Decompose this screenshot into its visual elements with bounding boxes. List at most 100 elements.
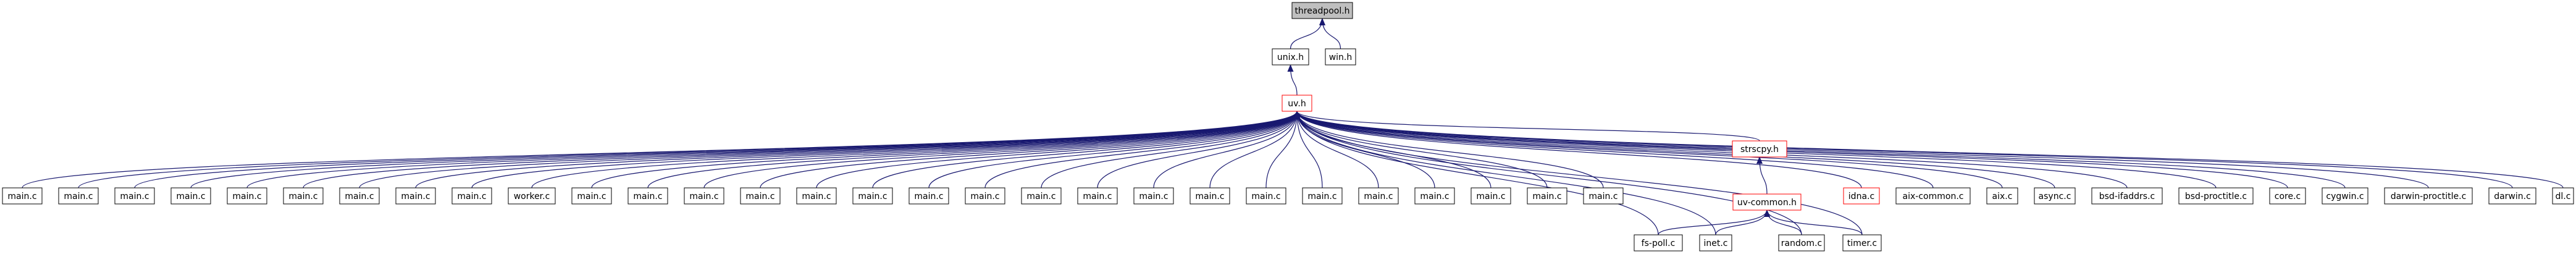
node-m21[interactable]: main.c (1189, 187, 1230, 205)
node-box-dl (2552, 187, 2574, 205)
node-m9[interactable]: main.c (451, 187, 492, 205)
node-m1[interactable]: main.c (2, 187, 43, 205)
node-label-m28: main.c (1588, 192, 1617, 201)
node-label-bsdifaddrs: bsd-ifaddrs.c (2099, 192, 2155, 201)
node-bsdproctitle[interactable]: bsd-proctitle.c (2178, 187, 2254, 205)
node-dl[interactable]: dl.c (2552, 187, 2574, 205)
node-m12[interactable]: main.c (684, 187, 724, 205)
node-box-m12 (684, 187, 724, 205)
node-label-m26: main.c (1476, 192, 1505, 201)
node-m20[interactable]: main.c (1133, 187, 1174, 205)
node-random[interactable]: random.c (1778, 234, 1825, 252)
node-darwinproctitle[interactable]: darwin-proctitle.c (2384, 187, 2473, 205)
node-m14[interactable]: main.c (796, 187, 837, 205)
node-m28[interactable]: main.c (1583, 187, 1624, 205)
node-m2[interactable]: main.c (58, 187, 99, 205)
node-label-bsdproctitle: bsd-proctitle.c (2185, 192, 2247, 201)
node-m27[interactable]: main.c (1527, 187, 1567, 205)
node-threadpool[interactable]: threadpool.h (1291, 2, 1353, 19)
node-m10[interactable]: main.c (571, 187, 612, 205)
node-label-m22: main.c (1251, 192, 1280, 201)
edge-m16-to-uv (928, 111, 1300, 188)
node-m13[interactable]: main.c (740, 187, 781, 205)
node-bsdifaddrs[interactable]: bsd-ifaddrs.c (2091, 187, 2163, 205)
node-box-uvcommon (1732, 193, 1802, 211)
node-darwin[interactable]: darwin.c (2488, 187, 2536, 205)
node-label-m9: main.c (457, 192, 486, 201)
node-label-aixcommon: aix-common.c (1903, 192, 1964, 201)
node-strscpy[interactable]: strscpy.h (1732, 140, 1787, 158)
node-m3[interactable]: main.c (114, 187, 155, 205)
node-label-m11: main.c (633, 192, 662, 201)
node-box-m11 (627, 187, 668, 205)
node-inet[interactable]: inet.c (1699, 234, 1732, 252)
node-box-aixcommon (1895, 187, 1971, 205)
edge-m20-to-uv (1153, 111, 1300, 188)
node-core[interactable]: core.c (2269, 187, 2306, 205)
node-m19[interactable]: main.c (1077, 187, 1118, 205)
edge-m1-to-uv (22, 111, 1300, 188)
node-idna[interactable]: idna.c (1843, 187, 1880, 205)
node-m6[interactable]: main.c (283, 187, 324, 205)
node-label-async: async.c (2039, 192, 2071, 201)
node-box-m27 (1527, 187, 1567, 205)
node-label-m8: main.c (401, 192, 430, 201)
node-label-dl: dl.c (2556, 192, 2571, 201)
node-m17[interactable]: main.c (965, 187, 1005, 205)
edge-m8-to-uv (415, 111, 1300, 188)
node-label-uv: uv.h (1288, 99, 1306, 109)
node-async[interactable]: async.c (2034, 187, 2076, 205)
node-m7[interactable]: main.c (339, 187, 380, 205)
edge-m18-to-uv (1041, 111, 1300, 188)
node-label-m23: main.c (1307, 192, 1336, 201)
node-box-m1 (2, 187, 43, 205)
node-m25[interactable]: main.c (1414, 187, 1455, 205)
edge-m19-to-uv (1097, 111, 1300, 188)
node-aixcommon[interactable]: aix-common.c (1895, 187, 1971, 205)
node-label-m2: main.c (64, 192, 93, 201)
edge-m14-to-uv (816, 111, 1300, 188)
edge-m17-to-uv (984, 111, 1300, 188)
node-box-m20 (1133, 187, 1174, 205)
node-m18[interactable]: main.c (1021, 187, 1062, 205)
node-m11[interactable]: main.c (627, 187, 668, 205)
node-m26[interactable]: main.c (1471, 187, 1511, 205)
node-box-darwinproctitle (2384, 187, 2473, 205)
node-timer[interactable]: timer.c (1842, 234, 1882, 252)
node-box-m22 (1246, 187, 1286, 205)
node-m24[interactable]: main.c (1358, 187, 1399, 205)
node-box-darwin (2488, 187, 2536, 205)
node-box-m10 (571, 187, 612, 205)
node-cygwin[interactable]: cygwin.c (2322, 187, 2368, 205)
node-m5[interactable]: main.c (227, 187, 267, 205)
edge-fspoll-to-uv (1294, 111, 1659, 235)
node-label-threadpool: threadpool.h (1294, 6, 1349, 16)
node-win[interactable]: win.h (1325, 48, 1356, 66)
edge-uvcommon-to-strscpy (1756, 156, 1768, 195)
node-label-m15: main.c (858, 192, 887, 201)
node-box-async (2034, 187, 2076, 205)
edge-timer-to-uvcommon (1764, 210, 1863, 235)
node-m16[interactable]: main.c (908, 187, 949, 205)
node-fspoll[interactable]: fs-poll.c (1634, 234, 1683, 252)
node-m22[interactable]: main.c (1246, 187, 1286, 205)
node-box-m28 (1583, 187, 1624, 205)
edge-m13-to-uv (760, 111, 1300, 188)
node-label-cygwin: cygwin.c (2326, 192, 2364, 201)
node-label-m21: main.c (1195, 192, 1224, 201)
node-uvcommon[interactable]: uv-common.h (1732, 193, 1802, 211)
node-label-idna: idna.c (1848, 192, 1874, 201)
node-m4[interactable]: main.c (170, 187, 211, 205)
node-label-fspoll: fs-poll.c (1642, 239, 1676, 248)
node-box-uv (1282, 95, 1312, 112)
node-m8[interactable]: main.c (395, 187, 436, 205)
node-box-cygwin (2322, 187, 2368, 205)
node-unix[interactable]: unix.h (1272, 48, 1309, 66)
node-worker[interactable]: worker.c (508, 187, 556, 205)
node-aix[interactable]: aix.c (1986, 187, 2018, 205)
node-m15[interactable]: main.c (852, 187, 893, 205)
edge-m28-to-uv (1294, 111, 1604, 188)
node-uv[interactable]: uv.h (1282, 95, 1312, 112)
node-box-m25 (1414, 187, 1455, 205)
node-m23[interactable]: main.c (1302, 187, 1343, 205)
